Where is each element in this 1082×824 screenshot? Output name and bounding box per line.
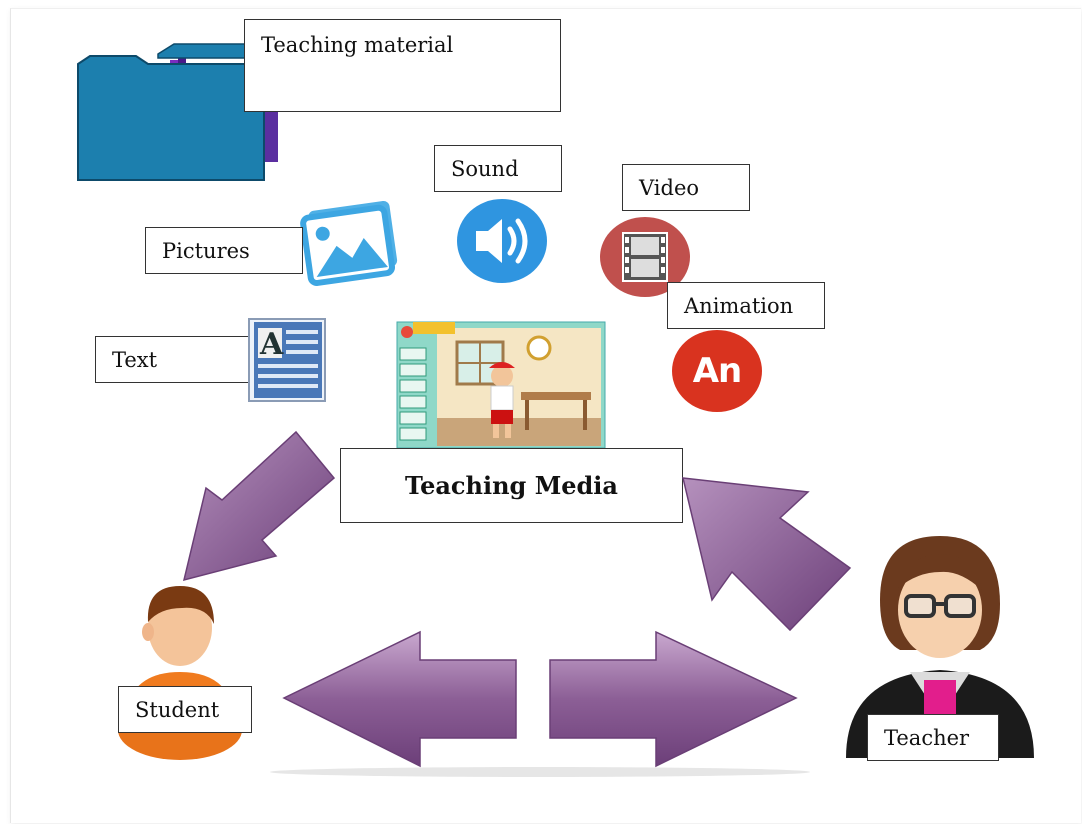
film-icon [600,217,690,297]
speaker-icon [457,199,547,283]
text-label: Text [95,336,253,383]
teaching-media-screenshot [396,321,606,449]
video-label: Video [622,164,750,211]
arrow-media-to-student [182,430,336,582]
document-icon: A [248,318,326,402]
sound-label: Sound [434,145,562,192]
diagram-frame [10,8,1081,823]
animation-icon: An [672,330,762,412]
pictures-label: Pictures [145,227,303,274]
arrow-to-student [282,630,517,768]
arrow-teacher-to-media [682,477,852,632]
teacher-label: Teacher [867,714,999,761]
pictures-icon [300,200,398,286]
student-label: Student [118,686,252,733]
animation-label: Animation [667,282,825,329]
animation-icon-text: An [692,351,743,391]
student-avatar [118,586,242,760]
folder-icon [77,43,278,181]
arrow-to-teacher [549,630,798,768]
teaching-material-label: Teaching material [244,19,561,112]
teaching-media-label: Teaching Media [340,448,683,523]
svg-text:A: A [259,327,284,362]
